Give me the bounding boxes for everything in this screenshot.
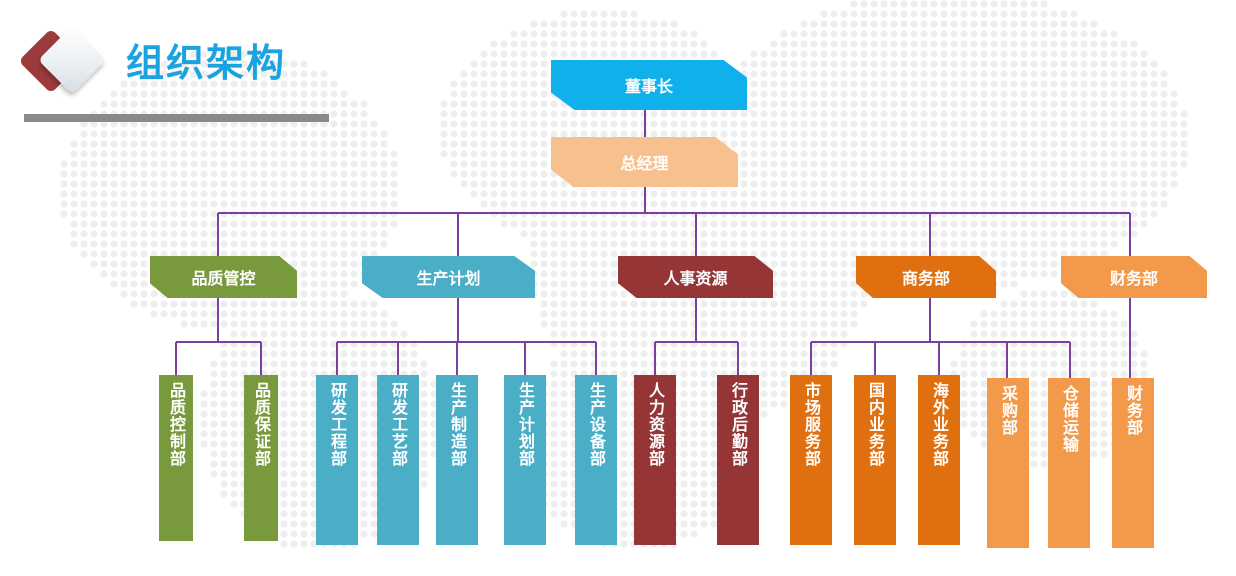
division-finance: 财务部	[1061, 256, 1207, 298]
dept-manufacturing: 生产制造部	[436, 375, 478, 545]
division-production: 生产计划	[362, 256, 535, 298]
dept-finance: 财务部	[1112, 378, 1154, 548]
page-title: 组织架构	[126, 41, 287, 85]
node-chairman-label: 董事长	[624, 77, 673, 96]
dept-label: 生产设备部	[587, 382, 606, 467]
division-label: 人事资源	[663, 269, 728, 288]
node-general-manager-label: 总经理	[620, 154, 669, 173]
dept-overseas-business: 海外业务部	[918, 375, 960, 545]
dept-label: 品质保证部	[252, 382, 271, 467]
dept-rd-engineering: 研发工程部	[316, 375, 358, 545]
dept-admin-logistics: 行政后勤部	[717, 375, 759, 545]
node-general-manager: 总经理	[551, 137, 738, 187]
dept-quality-control: 品质控制部	[159, 375, 193, 541]
dept-equipment: 生产设备部	[575, 375, 617, 545]
dept-label: 研发工程部	[328, 382, 347, 467]
dept-label: 市场服务部	[802, 382, 821, 467]
dept-domestic-business: 国内业务部	[854, 375, 896, 545]
division-label: 商务部	[901, 269, 950, 288]
division-hr: 人事资源	[618, 256, 773, 298]
division-label: 财务部	[1109, 269, 1158, 288]
dept-label: 生产制造部	[448, 382, 467, 467]
dept-label: 财务部	[1124, 385, 1143, 436]
dept-label: 生产计划部	[516, 382, 535, 467]
dept-label: 品质控制部	[167, 382, 186, 467]
division-label: 生产计划	[416, 269, 481, 288]
dept-human-resources: 人力资源部	[634, 375, 676, 545]
division-quality: 品质管控	[150, 256, 297, 298]
node-chairman: 董事长	[551, 60, 747, 110]
division-label: 品质管控	[191, 269, 256, 288]
dept-label: 海外业务部	[930, 382, 949, 467]
title-underline	[24, 114, 329, 122]
dept-label: 研发工艺部	[389, 382, 408, 467]
dept-label: 采购部	[999, 385, 1018, 436]
dept-warehousing: 仓储运输	[1048, 378, 1090, 548]
dept-label: 国内业务部	[866, 382, 885, 467]
dept-quality-assurance: 品质保证部	[244, 375, 278, 541]
dept-label: 行政后勤部	[729, 382, 748, 467]
dept-rd-process: 研发工艺部	[377, 375, 419, 545]
dept-production-planning: 生产计划部	[504, 375, 546, 545]
dept-label: 人力资源部	[646, 382, 665, 467]
dept-purchasing: 采购部	[987, 378, 1029, 548]
dept-label: 仓储运输	[1060, 385, 1079, 453]
dept-market-service: 市场服务部	[790, 375, 832, 545]
division-commerce: 商务部	[856, 256, 996, 298]
